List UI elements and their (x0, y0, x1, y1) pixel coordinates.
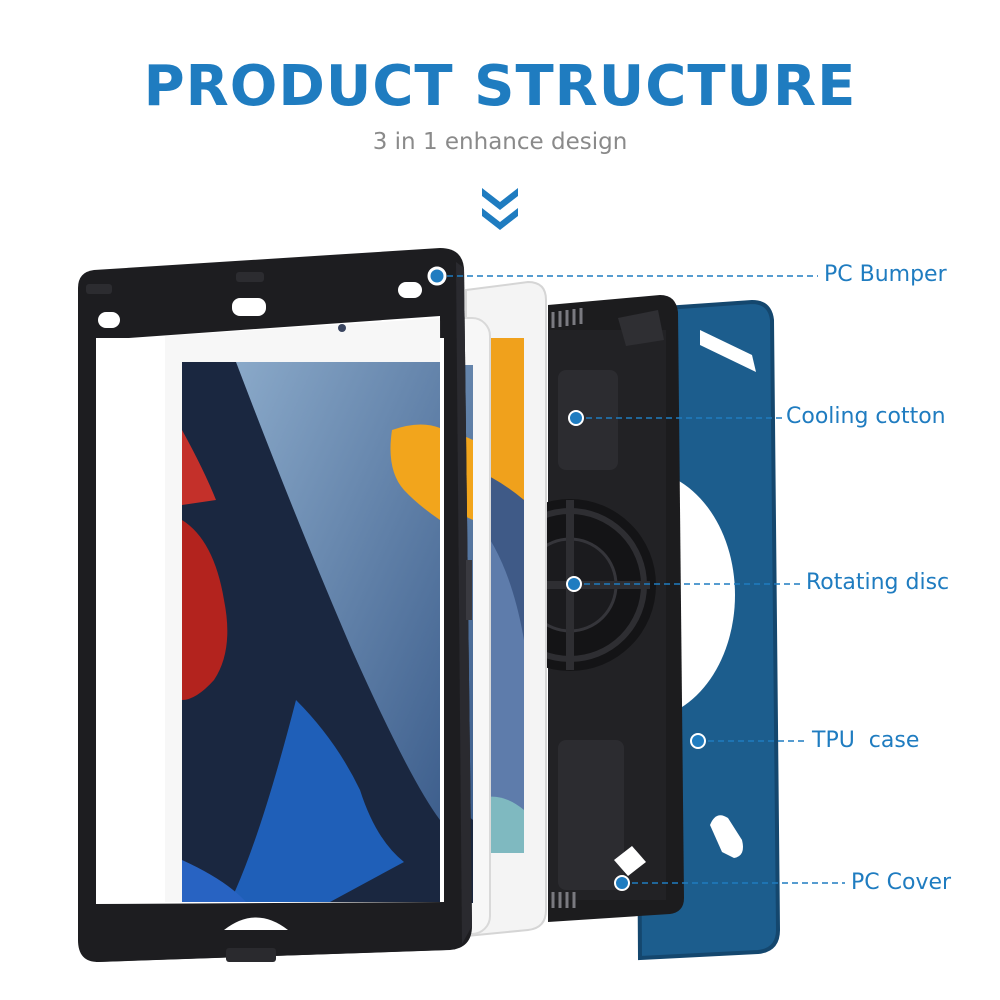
callout-cooling-cotton (568, 410, 782, 426)
callout-tpu-case (690, 733, 806, 749)
callout-rotating-disc (566, 576, 800, 592)
double-chevron-down-icon (482, 188, 518, 230)
tablet-in-bumper (86, 262, 472, 962)
label-cooling-cotton: Cooling cotton (786, 404, 946, 429)
page-title: PRODUCT STRUCTURE (143, 54, 857, 119)
callout-pc-cover (614, 875, 845, 891)
label-pc-cover: PC Cover (851, 870, 952, 895)
page-subtitle: 3 in 1 enhance design (372, 129, 628, 155)
label-pc-bumper: PC Bumper (824, 262, 947, 287)
label-tpu-case: TPU case (812, 728, 920, 753)
callout-pc-bumper (427, 266, 818, 286)
label-rotating-disc: Rotating disc (806, 570, 950, 595)
